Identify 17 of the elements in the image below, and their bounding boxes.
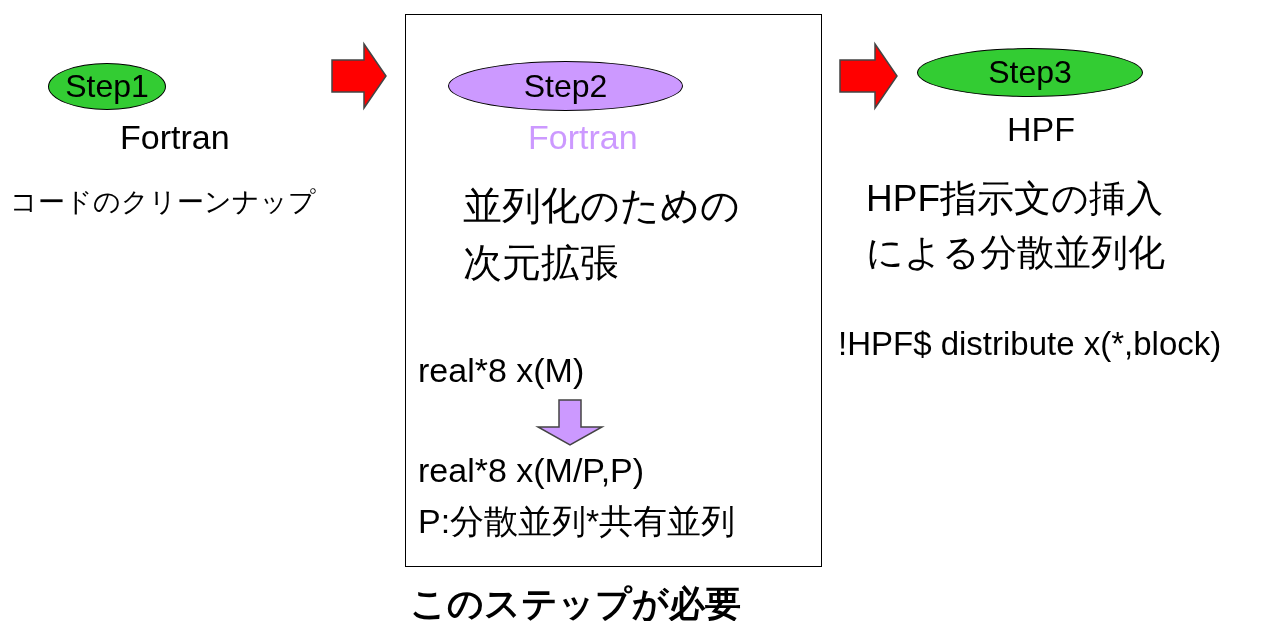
step-frame <box>405 14 822 567</box>
block-arrow <box>331 41 387 111</box>
step-ellipse: Step1 <box>48 63 166 110</box>
step-description: HPF指示文の挿入による分散並列化 <box>866 177 1166 275</box>
step-description: コードのクリーンナップ <box>10 186 316 219</box>
step-description: 並列化のための次元拡張 <box>463 183 741 286</box>
language-label: Fortran <box>120 117 230 158</box>
directive-text: !HPF$ distribute x(*,block) <box>838 324 1222 364</box>
block-arrow <box>839 41 898 111</box>
step-ellipse: Step3 <box>917 48 1143 97</box>
language-label: Fortran <box>528 117 638 158</box>
code-line: real*8 x(M/P,P) <box>418 450 646 491</box>
code-line: real*8 x(M) <box>418 345 618 396</box>
block-arrow <box>535 399 605 446</box>
code-line: P:分散並列*共有並列 <box>418 501 737 542</box>
step-ellipse: Step2 <box>448 61 683 111</box>
language-label: HPF <box>1007 109 1075 150</box>
